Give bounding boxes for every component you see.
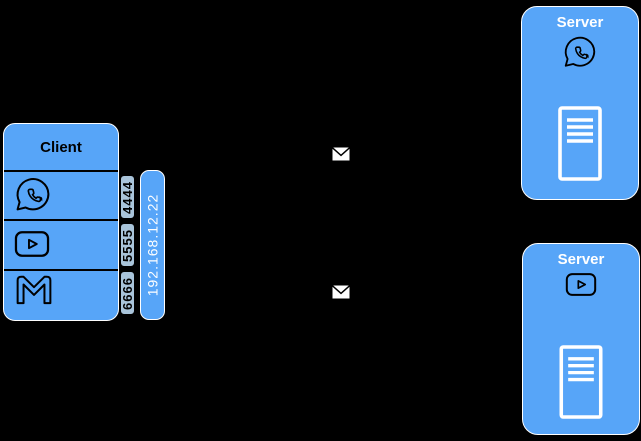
server-tower-icon — [558, 106, 602, 181]
envelope-icon — [331, 284, 351, 300]
server-title: Server — [557, 251, 605, 268]
client-ip-bar: 192.168.12.22 — [140, 170, 165, 320]
port-tab-5555: 5555 — [119, 222, 136, 268]
port-label: 6666 — [120, 276, 136, 310]
server-node-youtube: Server — [522, 243, 640, 435]
whatsapp-icon — [562, 33, 599, 70]
port-label: 5555 — [120, 228, 136, 262]
whatsapp-icon — [13, 174, 53, 214]
gmail-icon — [14, 274, 54, 305]
client-title: Client — [40, 138, 82, 156]
youtube-icon — [565, 273, 597, 296]
row-divider — [4, 219, 118, 221]
row-divider — [4, 269, 118, 271]
client-node: Client — [3, 123, 119, 321]
row-divider — [4, 170, 118, 172]
envelope-icon — [331, 146, 351, 162]
server-title: Server — [556, 14, 604, 31]
port-tab-4444: 4444 — [119, 174, 136, 220]
ip-address-label: 192.168.12.22 — [144, 193, 161, 297]
port-label: 4444 — [120, 180, 136, 214]
youtube-icon — [14, 231, 50, 257]
server-tower-icon — [559, 345, 603, 419]
server-node-whatsapp: Server — [521, 6, 639, 200]
port-tab-6666: 6666 — [119, 270, 136, 316]
